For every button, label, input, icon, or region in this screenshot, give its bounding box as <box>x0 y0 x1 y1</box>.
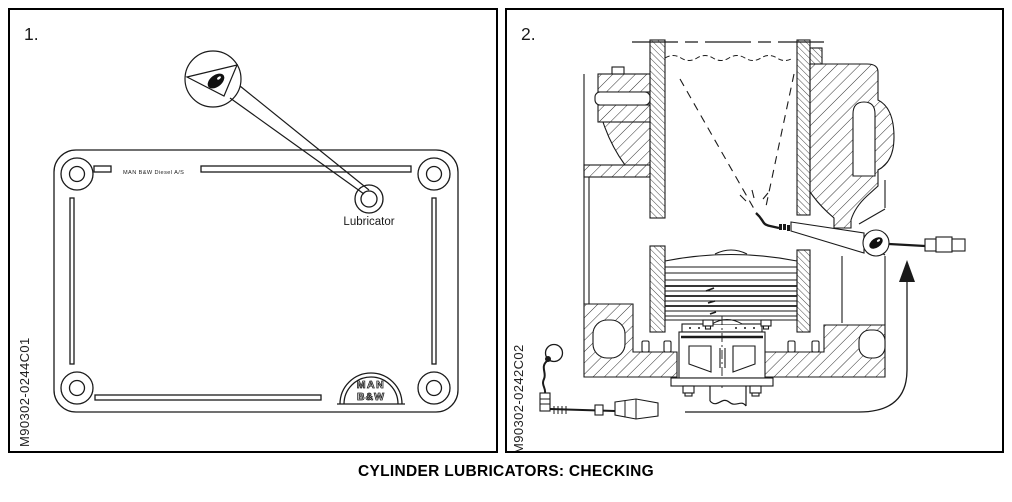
lubricator-plate-drawing: MAN B&W Diesel A/S MAN B&W Lubricator <box>53 149 459 413</box>
leader-line <box>229 97 365 195</box>
man-bw-logo: MAN B&W <box>337 372 405 405</box>
flange-bolt <box>749 385 762 397</box>
piston-rings <box>665 266 797 321</box>
corner-hole <box>417 157 451 191</box>
cylinder-liner-walls <box>649 39 823 333</box>
cylinder-section-figure: 2. M90302-0242C02 <box>511 24 966 451</box>
magnifier-detail-icon <box>184 50 370 195</box>
stud-bolt <box>641 340 650 353</box>
figure-panel-2: 2. M90302-0242C02 <box>505 8 1004 453</box>
stud-bolt <box>787 340 796 353</box>
plate-slot-short <box>93 165 112 173</box>
checking-tool <box>755 212 966 257</box>
corner-hole <box>417 371 451 405</box>
panel-number: 2. <box>521 24 536 44</box>
plate-slot-left <box>69 197 75 365</box>
tool-cable <box>539 343 659 420</box>
right-jacket-block <box>809 63 895 325</box>
stud-bolt <box>811 340 820 353</box>
lubricator-port <box>354 184 384 214</box>
leader-line <box>239 85 370 191</box>
plate-brand-text: MAN B&W Diesel A/S <box>123 170 184 176</box>
insertion-path-arrow <box>685 260 915 413</box>
lubricator-label: Lubricator <box>343 216 394 228</box>
piston <box>664 249 798 330</box>
break-wavy-line <box>664 55 794 61</box>
plate-slot-bottom <box>94 394 322 401</box>
spray-pattern <box>679 73 795 215</box>
plate-slot-top <box>200 165 412 173</box>
corner-hole <box>60 371 94 405</box>
logo-text-bw: B&W <box>357 391 385 403</box>
piston-rod <box>709 386 747 407</box>
piston-skirt-bolt <box>702 319 714 330</box>
tool-coupling <box>779 224 790 231</box>
logo-text-man: MAN <box>357 379 385 391</box>
figure-caption: CYLINDER LUBRICATORS: CHECKING <box>357 463 655 480</box>
corner-hole <box>60 157 94 191</box>
figure-panel-1: 1. M90302-0244C01 <box>8 8 498 453</box>
lubricator-plate-figure: 1. M90302-0244C01 <box>17 24 459 447</box>
doc-code-label: M90302-0244C01 <box>17 337 32 447</box>
stuffing-box <box>670 316 774 397</box>
panel-number: 1. <box>24 24 39 44</box>
flange-bolt <box>682 385 695 397</box>
plate-slot-right <box>431 197 437 365</box>
doc-code-label: M90302-0242C02 <box>511 344 526 451</box>
left-jacket-flange <box>583 66 651 304</box>
bottom-frame-structure <box>583 303 886 378</box>
arrow-up-icon <box>899 260 915 282</box>
stud-bolt <box>663 340 672 353</box>
piston-skirt-bolt <box>760 319 772 330</box>
